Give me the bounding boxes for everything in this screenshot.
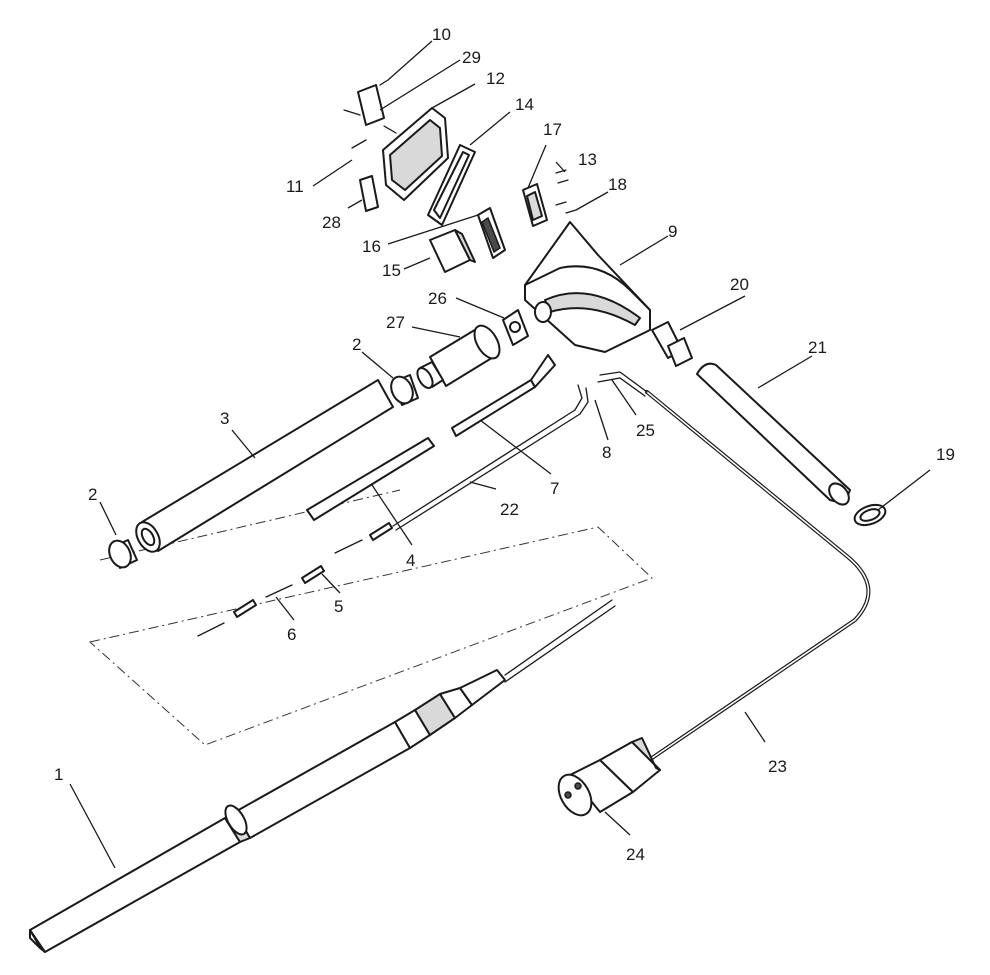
part-29-cover-plate xyxy=(357,84,385,126)
callout-3: 3 xyxy=(220,409,229,428)
callout-2-left: 2 xyxy=(88,485,97,504)
part-4-rod xyxy=(306,437,435,521)
callout-11: 11 xyxy=(286,177,304,196)
part-3-tube xyxy=(135,379,394,553)
part-9-housing xyxy=(524,221,651,353)
part-14-gasket xyxy=(427,144,476,226)
callout-1: 1 xyxy=(54,765,63,784)
part-22-wire xyxy=(392,384,589,531)
callout-labels: 1 2 2 3 4 5 6 7 8 9 10 11 12 13 14 15 16… xyxy=(54,25,955,864)
part-11-screws xyxy=(343,109,397,149)
callout-17: 17 xyxy=(543,120,562,139)
callout-18: 18 xyxy=(608,175,627,194)
callout-24: 24 xyxy=(626,845,645,864)
part-1-vibrator-shaft xyxy=(29,599,616,953)
callout-20: 20 xyxy=(730,275,749,294)
part-28-seal xyxy=(359,175,379,212)
callout-8: 8 xyxy=(602,443,611,462)
callout-10: 10 xyxy=(432,25,451,44)
callout-16: 16 xyxy=(362,237,381,256)
axis-centerline xyxy=(99,489,401,561)
part-27-motor xyxy=(416,324,501,389)
callout-6: 6 xyxy=(287,625,296,644)
callout-7: 7 xyxy=(550,479,559,498)
callout-2-right: 2 xyxy=(352,335,361,354)
part-7-l-bar xyxy=(451,354,556,437)
callout-14: 14 xyxy=(515,95,534,114)
part-16-terminal xyxy=(477,207,506,259)
callout-5: 5 xyxy=(334,597,343,616)
part-15-switch xyxy=(429,229,476,273)
part-13-screws xyxy=(555,169,569,206)
part-2-sleeve-left xyxy=(108,539,138,569)
part-26-gasket xyxy=(502,309,529,346)
part-18-screw xyxy=(565,209,577,214)
callout-29: 29 xyxy=(462,48,481,67)
part-21-handle xyxy=(696,362,851,506)
part-10-screw xyxy=(379,79,389,86)
part-12-switch-box xyxy=(382,107,449,201)
assembly-boundary xyxy=(88,526,653,746)
callout-22: 22 xyxy=(500,500,519,519)
part-19-clamp xyxy=(853,503,887,527)
callout-25: 25 xyxy=(636,421,655,440)
leader-lines xyxy=(69,40,931,869)
callout-27: 27 xyxy=(386,313,405,332)
callout-21: 21 xyxy=(808,338,827,357)
part-5-6-pins xyxy=(197,522,393,637)
part-2-sleeve-right xyxy=(390,374,419,406)
callout-12: 12 xyxy=(486,69,505,88)
part-24-plug xyxy=(557,737,661,817)
callout-9: 9 xyxy=(668,222,677,241)
callout-23: 23 xyxy=(768,757,787,776)
callout-13: 13 xyxy=(578,150,597,169)
part-17-cover xyxy=(522,183,548,227)
callout-26: 26 xyxy=(428,289,447,308)
callout-15: 15 xyxy=(382,261,401,280)
part-20-fitting xyxy=(651,321,693,367)
callout-19: 19 xyxy=(936,445,955,464)
part-23-cable xyxy=(597,371,871,760)
callout-28: 28 xyxy=(322,213,341,232)
callout-4: 4 xyxy=(406,551,415,570)
